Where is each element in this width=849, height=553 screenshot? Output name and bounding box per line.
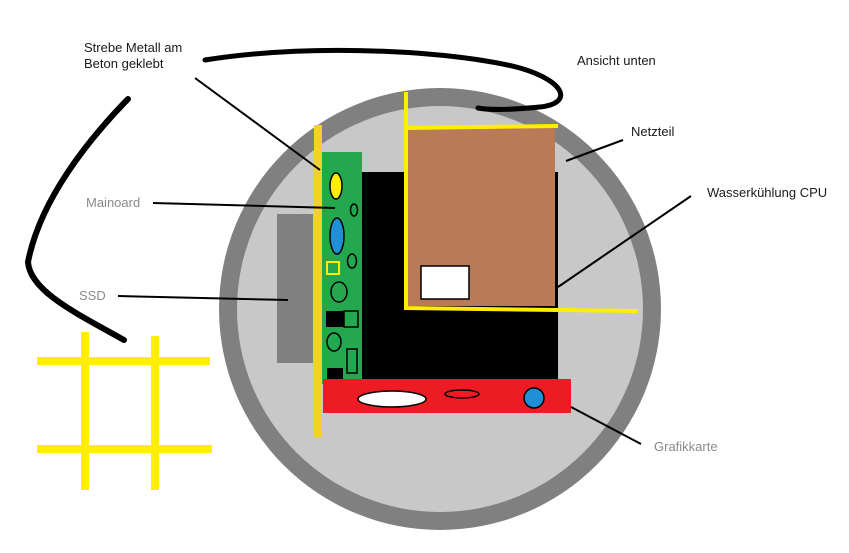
ssd-block	[277, 214, 313, 363]
pointer-strebe	[194, 77, 321, 171]
mb-small-port	[349, 203, 359, 217]
label-strebe-line2: Beton geklebt	[84, 56, 164, 71]
mb-yellow-connector	[329, 172, 343, 200]
mb-bottom-block	[327, 368, 343, 380]
yellow-grid	[37, 332, 212, 490]
label-mainboard: Mainoard	[86, 195, 141, 210]
gpu-vent-small	[444, 389, 480, 399]
mb-lower-port	[326, 332, 342, 352]
metal-strut	[314, 125, 322, 437]
gpu-fan	[523, 387, 545, 409]
pointer-netzteil	[565, 139, 624, 162]
label-ssd: SSD	[79, 288, 106, 303]
psu-yellow-frame	[404, 92, 639, 313]
mb-round-port	[330, 281, 348, 303]
label-strebe-line1: Strebe Metall am	[84, 40, 183, 55]
pointer-lines	[117, 77, 692, 445]
mb-blue-connector	[329, 217, 345, 255]
pointer-mainboard	[152, 202, 336, 209]
pointer-ssd	[117, 295, 289, 301]
pointer-wasser	[557, 195, 692, 288]
gpu-vent-large	[357, 390, 427, 408]
label-wasserkuehlung: Wasserkühlung CPU	[707, 185, 828, 200]
label-strebe: Strebe Metall am Beton geklebt	[84, 40, 182, 72]
label-ansicht-unten: Ansicht unten	[577, 53, 656, 68]
mb-port-oval	[346, 253, 358, 269]
label-grafikkarte: Grafikkarte	[654, 439, 718, 454]
mb-outline-block	[343, 310, 359, 328]
black-cable	[24, 96, 131, 343]
label-netzteil: Netzteil	[631, 124, 675, 139]
mb-slot	[346, 348, 358, 374]
pointer-grafik	[570, 406, 642, 445]
psu-white-panel	[420, 265, 470, 300]
mb-dark-block	[326, 311, 344, 327]
top-cable-loop	[202, 47, 564, 112]
mb-yellow-square	[326, 261, 340, 275]
